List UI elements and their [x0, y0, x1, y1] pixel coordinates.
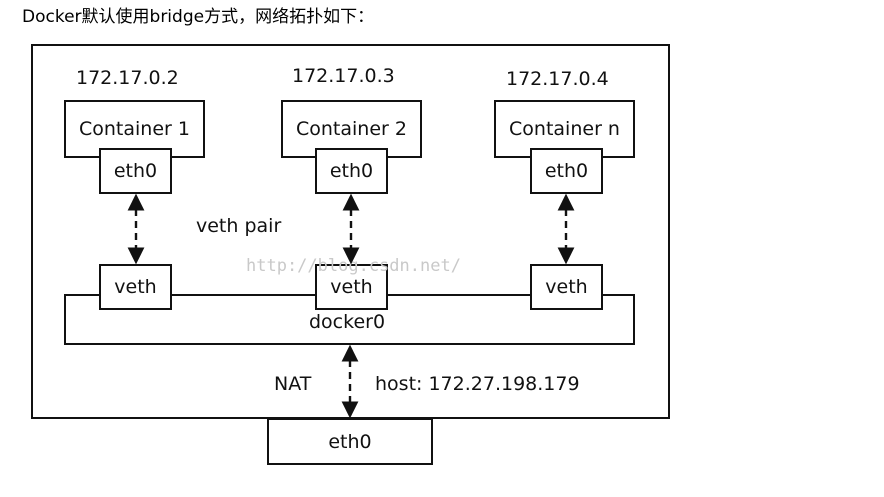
nat-label: NAT [274, 373, 312, 395]
container-n-ip: 172.17.0.4 [506, 68, 609, 90]
container-1-ip: 172.17.0.2 [76, 67, 179, 89]
page-heading: Docker默认使用bridge方式，网络拓扑如下： [22, 7, 375, 27]
container-n-veth: veth [530, 264, 603, 310]
host-ip-label: host: 172.27.198.179 [375, 373, 580, 395]
host-eth0: eth0 [267, 418, 433, 465]
container-1-veth: veth [99, 264, 172, 310]
docker0-label: docker0 [309, 311, 386, 333]
container-2-veth: veth [315, 264, 388, 310]
container-n-eth0: eth0 [530, 148, 603, 194]
container-2-eth0: eth0 [315, 148, 388, 194]
watermark: http://blog.csdn.net/ [246, 256, 461, 276]
container-1-eth0: eth0 [99, 148, 172, 194]
container-2-ip: 172.17.0.3 [292, 65, 395, 87]
veth-pair-label: veth pair [196, 215, 282, 237]
